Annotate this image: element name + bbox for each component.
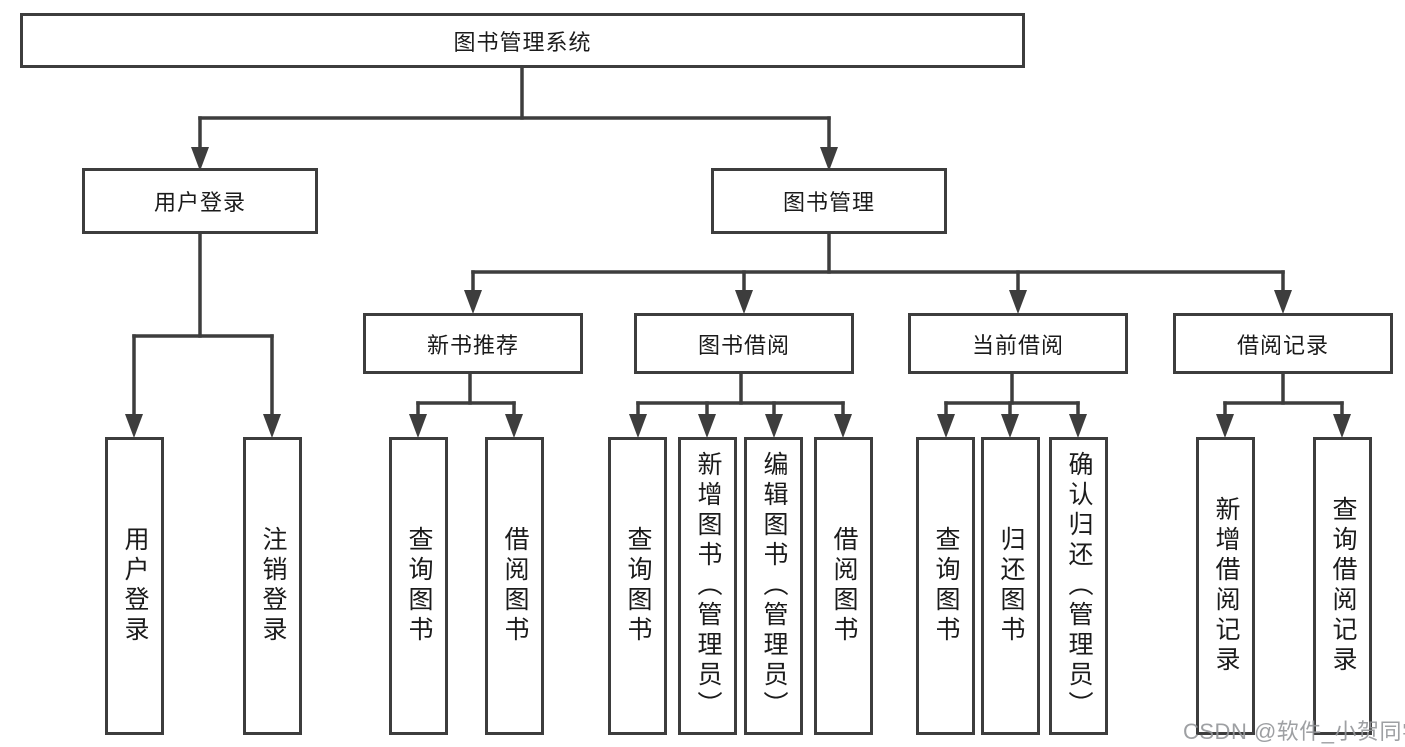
node-label: 借阅记录 xyxy=(1236,332,1329,358)
leaf-label: 注销登录 xyxy=(259,526,287,646)
node-library-management-system: 图书管理系统 xyxy=(20,13,1025,68)
node-label: 用户登录 xyxy=(153,190,246,215)
node-current-borrowing: 当前借阅 xyxy=(908,313,1128,374)
leaf-label: 查询图书 xyxy=(624,526,652,646)
leaf-label: 归还图书 xyxy=(997,526,1025,646)
leaf-borrow-books: 借阅图书 xyxy=(814,437,873,735)
leaf-borrow-books-recommend: 借阅图书 xyxy=(485,437,544,735)
leaf-query-books-borrow: 查询图书 xyxy=(608,437,667,735)
leaf-query-books-recommend: 查询图书 xyxy=(389,437,448,735)
leaf-return-books: 归还图书 xyxy=(981,437,1040,735)
leaf-add-borrow-record: 新增借阅记录 xyxy=(1196,437,1255,735)
leaf-label: 编辑图书（管理员） xyxy=(760,451,788,721)
node-borrowing-records: 借阅记录 xyxy=(1173,313,1393,374)
node-label: 图书借阅 xyxy=(697,332,790,358)
leaf-label: 查询图书 xyxy=(405,526,433,646)
node-new-book-recommendation: 新书推荐 xyxy=(363,313,583,374)
watermark-text: CSDN @软件_小贺同学 xyxy=(1183,719,1405,744)
leaf-label: 查询图书 xyxy=(932,526,960,646)
node-book-management: 图书管理 xyxy=(711,168,947,234)
node-user-login: 用户登录 xyxy=(82,168,318,234)
leaf-logout: 注销登录 xyxy=(243,437,302,735)
leaf-confirm-return-admin: 确认归还（管理员） xyxy=(1049,437,1108,735)
leaf-label: 用户登录 xyxy=(121,526,149,646)
leaf-label: 新增图书（管理员） xyxy=(694,451,722,721)
node-label: 当前借阅 xyxy=(971,332,1064,358)
node-label: 新书推荐 xyxy=(426,332,519,358)
leaf-user-login: 用户登录 xyxy=(105,437,164,735)
leaf-label: 确认归还（管理员） xyxy=(1065,451,1093,721)
leaf-label: 新增借阅记录 xyxy=(1212,496,1240,676)
leaf-query-books-current: 查询图书 xyxy=(916,437,975,735)
leaf-edit-book-admin: 编辑图书（管理员） xyxy=(744,437,803,735)
node-label: 图书管理 xyxy=(782,190,875,215)
leaf-query-borrow-record: 查询借阅记录 xyxy=(1313,437,1372,735)
leaf-add-book-admin: 新增图书（管理员） xyxy=(678,437,737,735)
leaf-label: 查询借阅记录 xyxy=(1329,496,1357,676)
node-book-borrowing: 图书借阅 xyxy=(634,313,854,374)
leaf-label: 借阅图书 xyxy=(501,526,529,646)
leaf-label: 借阅图书 xyxy=(830,526,858,646)
node-label: 图书管理系统 xyxy=(453,29,592,55)
